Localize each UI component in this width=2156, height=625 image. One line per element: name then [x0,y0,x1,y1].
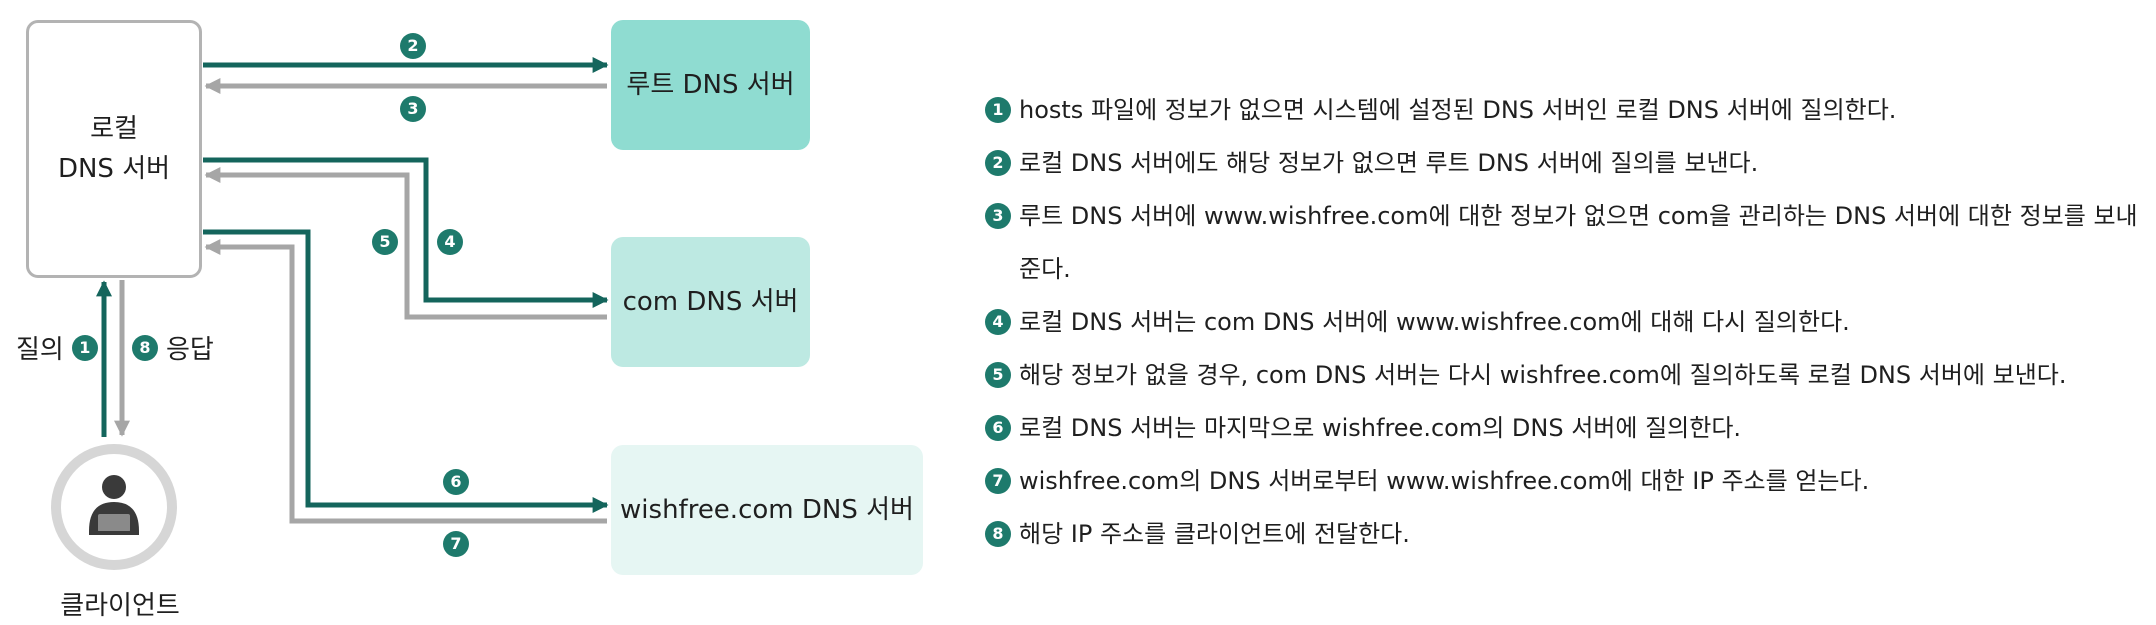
local-dns-label-line1: 로컬 [90,114,138,144]
step-number: 3 [985,203,1011,229]
marker-4: 4 [437,229,463,255]
step-item: 4 로컬 DNS 서버는 com DNS 서버에 www.wishfree.com… [985,296,2145,349]
step-item: 7 wishfree.com의 DNS 서버로부터 www.wishfree.co… [985,455,2145,508]
response-label: 8 응답 [132,329,214,366]
step-number: 7 [985,468,1011,494]
arrow-local-to-com [203,157,609,309]
marker-3: 3 [400,96,426,122]
step-number: 1 [985,97,1011,123]
com-dns-server: com DNS 서버 [611,237,810,367]
marker-1: 1 [71,334,98,361]
arrow-com-to-local [204,166,607,320]
marker-5: 5 [372,229,398,255]
step-number: 8 [985,521,1011,547]
step-text: 로컬 DNS 서버는 마지막으로 wishfree.com의 DNS 서버에 질… [1019,414,1742,442]
step-number: 5 [985,362,1011,388]
client-label: 클라이언트 [60,591,180,621]
marker-6: 6 [443,469,469,495]
step-number: 6 [985,415,1011,441]
marker-2: 2 [400,33,426,59]
step-text: wishfree.com의 DNS 서버로부터 www.wishfree.com… [1019,467,1870,495]
step-item: 8 해당 IP 주소를 클라이언트에 전달한다. [985,508,2145,561]
step-text: 해당 정보가 없을 경우, com DNS 서버는 다시 wishfree.co… [1019,361,2067,389]
step-item: 2 로컬 DNS 서버에도 해당 정보가 없으면 루트 DNS 서버에 질의를 보… [985,137,2145,190]
query-text: 질의 [16,335,64,365]
marker-7: 7 [443,531,469,557]
local-dns-server: 로컬 DNS 서버 [26,20,202,278]
local-dns-label-line2: DNS 서버 [57,154,171,184]
wishfree-dns-server: wishfree.com DNS 서버 [611,445,923,575]
step-item: 1 hosts 파일에 정보가 없으면 시스템에 설정된 DNS 서버인 로컬 D… [985,84,2145,137]
step-item: 3 루트 DNS 서버에 www.wishfree.com에 대한 정보가 없으면… [985,190,2145,296]
step-item: 5 해당 정보가 없을 경우, com DNS 서버는 다시 wishfree.c… [985,349,2145,402]
step-item: 6 로컬 DNS 서버는 마지막으로 wishfree.com의 DNS 서버에 … [985,402,2145,455]
marker-8: 8 [132,334,158,361]
user-at-computer-icon [51,444,177,570]
response-text: 응답 [166,335,214,365]
arrow-wish-to-local [204,238,607,524]
step-list: 1 hosts 파일에 정보가 없으면 시스템에 설정된 DNS 서버인 로컬 D… [985,84,2145,561]
query-label: 질의 1 [16,329,98,366]
root-dns-server: 루트 DNS 서버 [611,20,810,150]
step-text: 루트 DNS 서버에 www.wishfree.com에 대한 정보가 없으면 … [1019,202,2138,283]
step-text: 로컬 DNS 서버는 com DNS 서버에 www.wishfree.com에… [1019,308,1850,336]
step-text: 로컬 DNS 서버에도 해당 정보가 없으면 루트 DNS 서버에 질의를 보낸… [1019,149,1759,177]
step-number: 2 [985,150,1011,176]
step-text: 해당 IP 주소를 클라이언트에 전달한다. [1019,520,1410,548]
step-number: 4 [985,309,1011,335]
step-text: hosts 파일에 정보가 없으면 시스템에 설정된 DNS 서버인 로컬 DN… [1019,96,1897,124]
arrow-local-to-wish [203,229,609,514]
